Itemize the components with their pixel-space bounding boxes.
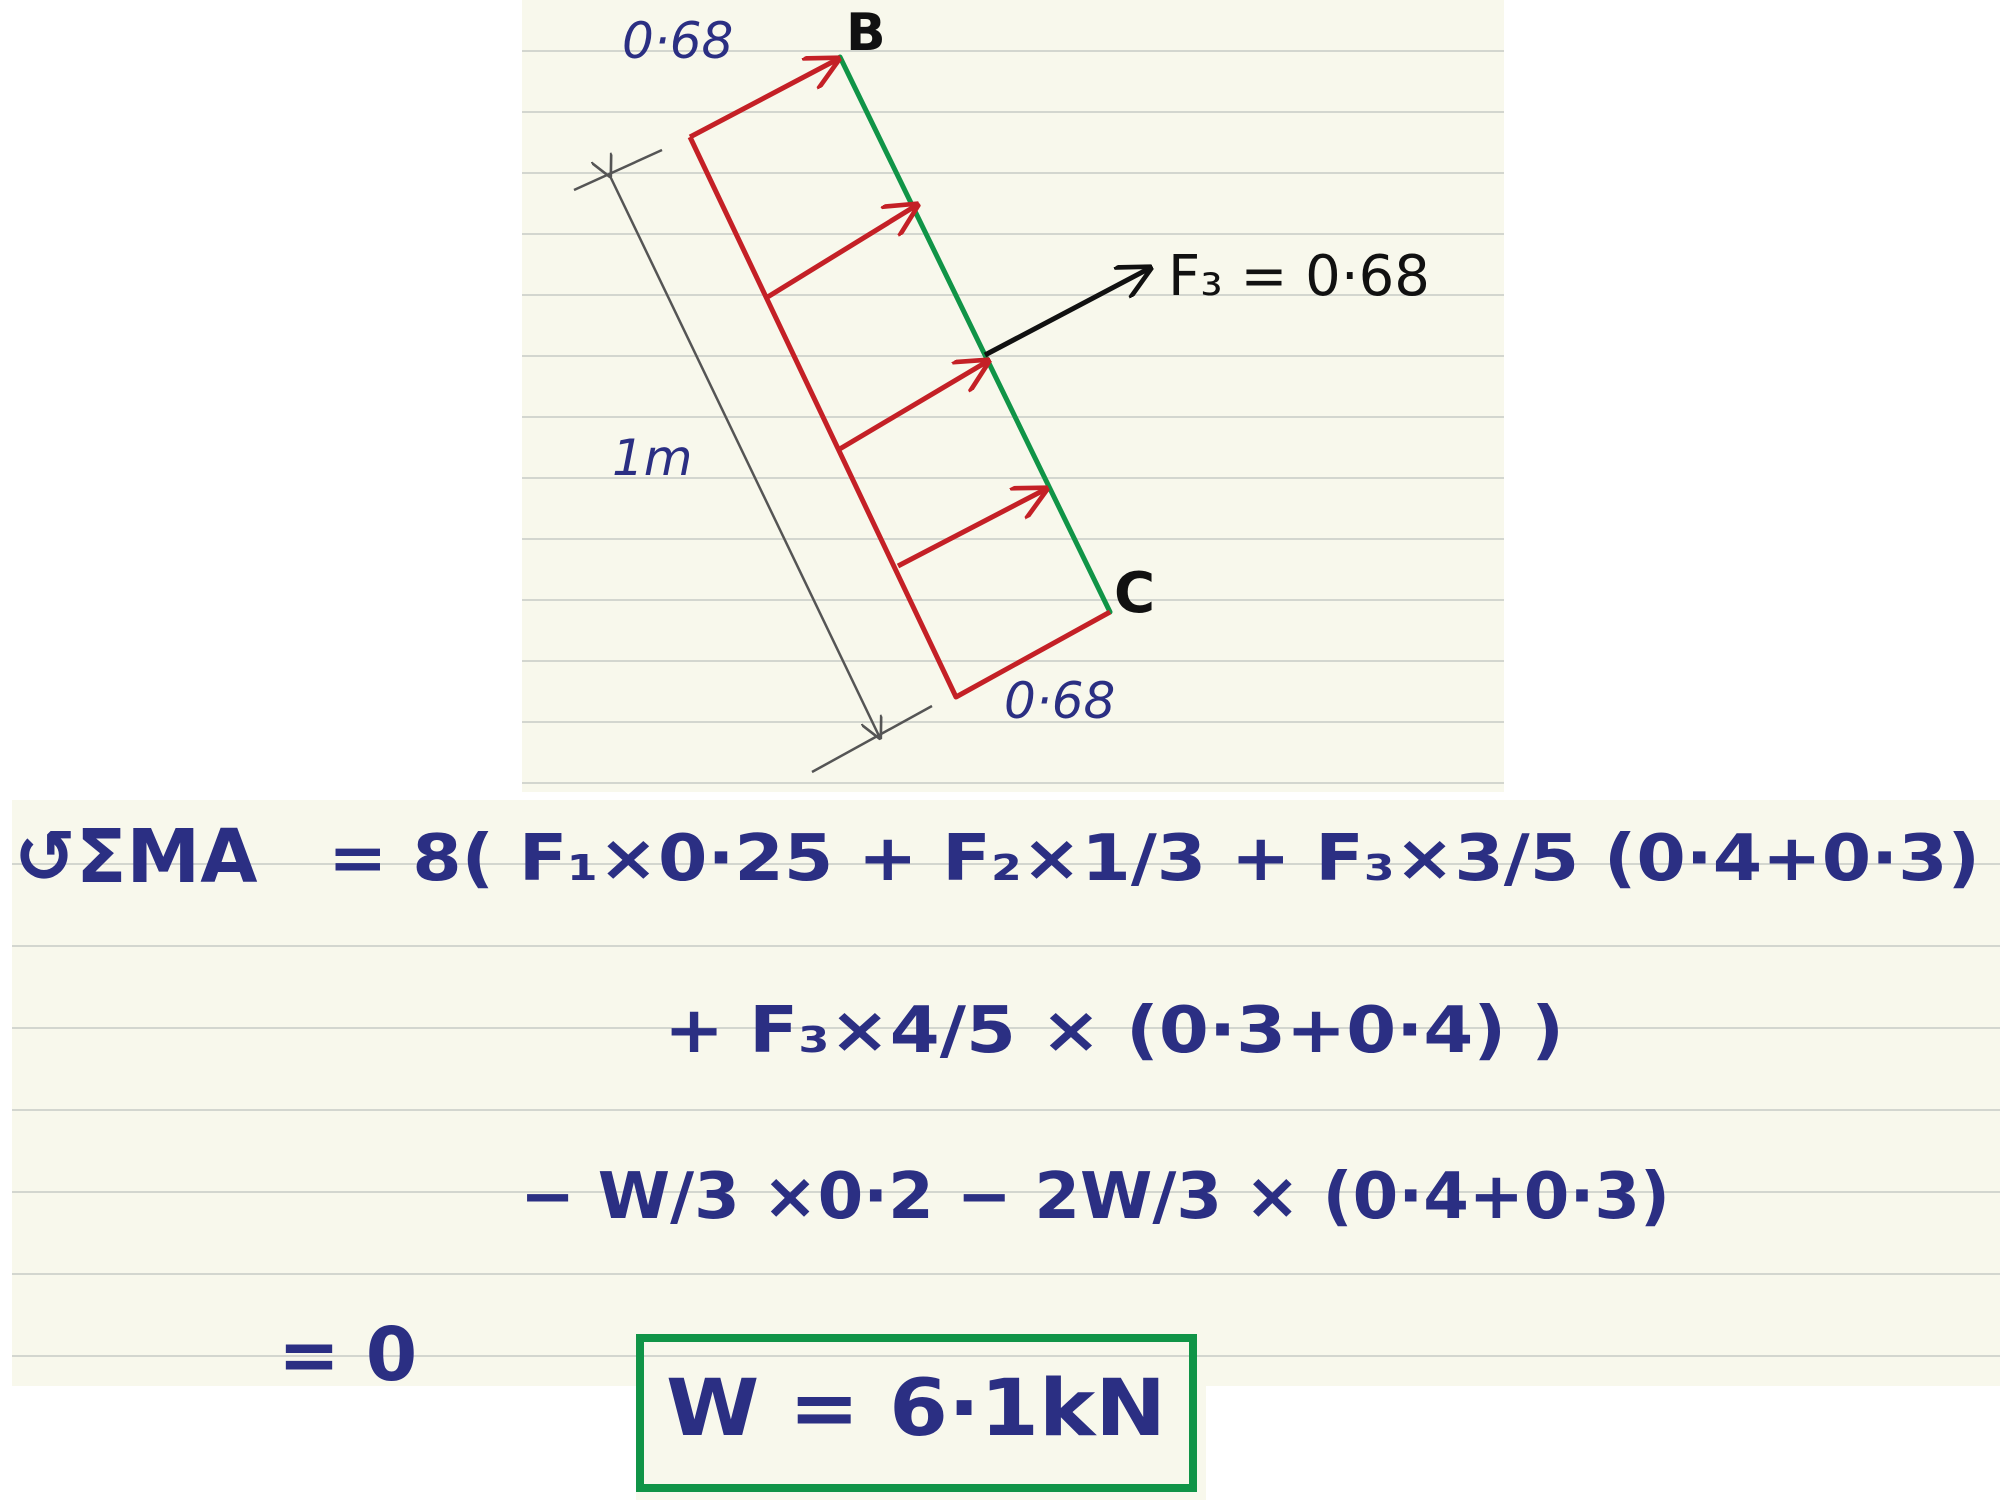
notepaper-tail — [636, 1384, 1206, 1500]
member-bc — [837, 54, 1113, 615]
dimension-line — [610, 176, 880, 738]
equation-line-2: + F₃×4/5 × (0·3+0·4) ) — [664, 994, 1564, 1068]
point-c-label: C — [1114, 561, 1155, 626]
load-arrow-1 — [688, 59, 838, 140]
bottom-load-label: 0·68 — [1004, 672, 1115, 730]
equation-line-4: = 0 — [278, 1312, 417, 1398]
load-arrow-4 — [896, 489, 1046, 569]
length-label: 1m — [612, 429, 693, 487]
load-arrow-2 — [764, 205, 917, 301]
equation-line-1: = 8( F₁×0·25 + F₂×1/3 + F₃×3/5 (0·4+0·3) — [328, 822, 1980, 896]
result-box — [636, 1334, 1197, 1492]
top-left-load-label: 0·68 — [622, 12, 733, 70]
resultant-force-arrow — [983, 268, 1150, 358]
result-value: W = 6·1kN — [666, 1364, 1166, 1454]
point-b-label: B — [846, 3, 886, 63]
load-distribution-outline — [687, 135, 1112, 700]
moment-sum-lhs: ↺ΣMA — [14, 814, 257, 900]
equation-line-3: − W/3 ×0·2 − 2W/3 × (0·4+0·3) — [520, 1160, 1670, 1234]
load-arrow-3 — [836, 361, 988, 453]
force-f3-label: F₃ = 0·68 — [1168, 244, 1430, 309]
dimension-tick-bottom — [811, 704, 933, 774]
notepaper-bottom — [12, 800, 2000, 1386]
dimension-tick-top — [573, 148, 663, 192]
